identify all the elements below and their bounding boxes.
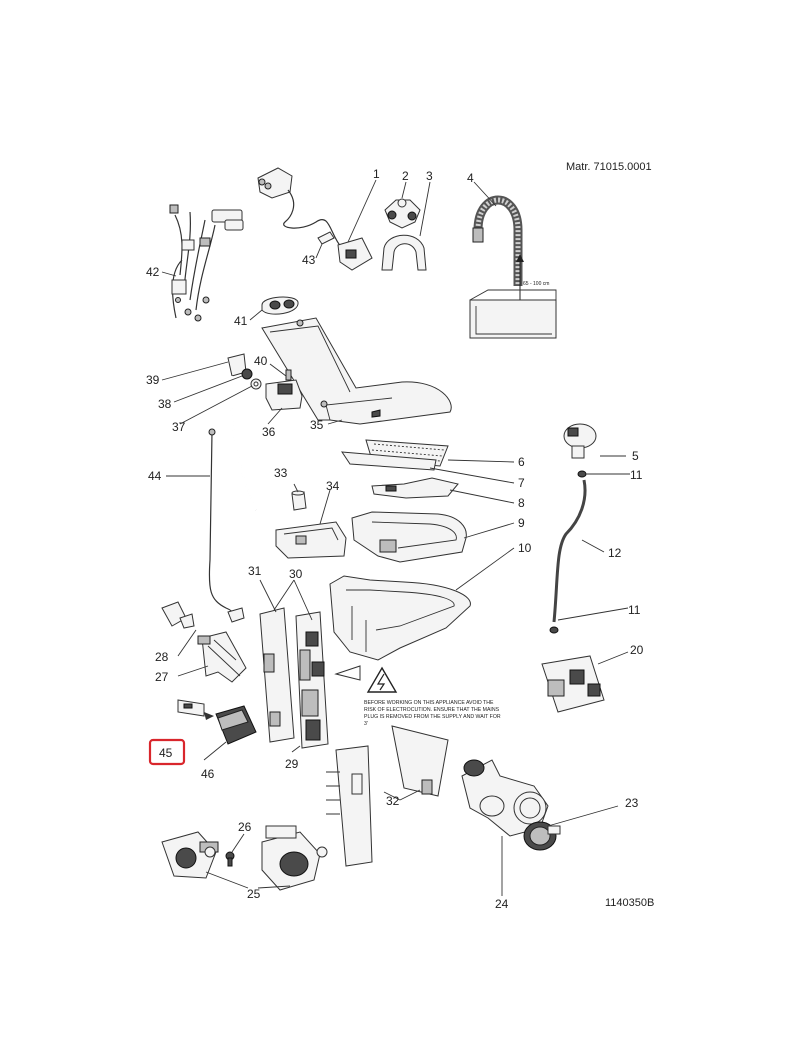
wiring-harness-part[interactable] xyxy=(169,204,244,322)
label-37: 37 xyxy=(172,420,186,434)
power-cord-part[interactable] xyxy=(257,167,373,271)
leader-lines xyxy=(161,179,630,896)
material-number: Matr. 71015.0001 xyxy=(566,161,652,173)
salt-container-part[interactable] xyxy=(275,521,347,559)
filter-plate-part[interactable] xyxy=(341,451,437,471)
label-10: 10 xyxy=(518,541,532,555)
label-33: 33 xyxy=(274,466,288,480)
capacitor-part[interactable] xyxy=(215,705,257,745)
label-11-upper: 11 xyxy=(630,468,643,482)
float-part[interactable] xyxy=(291,490,307,511)
label-46: 46 xyxy=(201,767,215,781)
grommet-part[interactable] xyxy=(261,296,299,315)
label-26: 26 xyxy=(238,820,252,834)
label-8: 8 xyxy=(518,496,525,510)
label-31: 31 xyxy=(248,564,262,578)
warning-line-1: BEFORE WORKING ON THIS APPLIANCE AVOID T… xyxy=(364,700,494,706)
valve-clamp-part[interactable] xyxy=(384,198,421,229)
dispenser-housing-part[interactable] xyxy=(329,575,471,661)
label-5: 5 xyxy=(632,449,639,463)
pump-filter-part[interactable] xyxy=(523,821,561,851)
screw-part-43[interactable] xyxy=(317,231,335,245)
label-7: 7 xyxy=(518,476,525,490)
label-29: 29 xyxy=(285,757,299,771)
label-2: 2 xyxy=(402,169,409,183)
label-30: 30 xyxy=(289,567,303,581)
highlight-box xyxy=(148,738,186,766)
door-interlock-part[interactable] xyxy=(541,655,605,713)
label-6: 6 xyxy=(518,455,525,469)
label-40: 40 xyxy=(254,354,268,368)
label-36: 36 xyxy=(262,425,276,439)
label-4: 4 xyxy=(467,171,474,185)
label-32: 32 xyxy=(386,794,400,808)
label-39: 39 xyxy=(146,373,160,387)
ground-wire-part[interactable] xyxy=(208,428,245,623)
warning-sign: BEFORE WORKING ON THIS APPLIANCE AVOID T… xyxy=(364,666,501,727)
label-28: 28 xyxy=(155,650,169,664)
label-20: 20 xyxy=(630,643,644,657)
door-sensor-part[interactable] xyxy=(227,353,257,511)
control-board-part[interactable] xyxy=(295,611,329,749)
highlighted-part-45[interactable]: 45 xyxy=(148,738,186,766)
motor-part[interactable] xyxy=(261,825,328,891)
label-43: 43 xyxy=(302,253,316,267)
label-34: 34 xyxy=(326,479,340,493)
label-41: 41 xyxy=(234,314,248,328)
label-25: 25 xyxy=(247,887,261,901)
drain-pump-part[interactable] xyxy=(461,759,549,837)
label-24: 24 xyxy=(495,897,509,911)
drain-hose-part[interactable]: 65 - 100 cm xyxy=(469,195,557,339)
washer-part[interactable] xyxy=(250,378,262,390)
dispenser-drawer-part[interactable] xyxy=(351,511,467,563)
hose-clip-part-lower[interactable] xyxy=(549,626,559,634)
label-1: 1 xyxy=(373,167,380,181)
label-27: 27 xyxy=(155,670,169,684)
filter-cap-part-45[interactable] xyxy=(177,699,205,717)
label-12: 12 xyxy=(608,546,622,560)
label-45: 45 xyxy=(159,746,173,760)
control-board-cover-part[interactable] xyxy=(259,607,295,743)
label-23: 23 xyxy=(625,796,639,810)
heater-element-part[interactable] xyxy=(197,631,247,683)
screw-part-26[interactable] xyxy=(225,851,235,867)
warning-line-3: PLUG IS REMOVED FROM THE SUPPLY AND WAIT… xyxy=(364,714,501,720)
label-3: 3 xyxy=(426,169,433,183)
hose-bracket-part[interactable] xyxy=(381,234,427,271)
pressure-switch-part[interactable] xyxy=(563,423,597,459)
rear-panel-part[interactable] xyxy=(326,725,449,867)
seal-ring-part[interactable] xyxy=(241,368,253,380)
label-9: 9 xyxy=(518,516,525,530)
drawing-number: 1140350B xyxy=(605,897,654,909)
label-38: 38 xyxy=(158,397,172,411)
lid-lock-part[interactable] xyxy=(265,369,303,411)
pressure-hose-part[interactable] xyxy=(552,479,587,623)
circulation-pump-part[interactable] xyxy=(161,831,219,879)
warning-line-2: RISK OF ELECTROCUTION. ENSURE THAT THE M… xyxy=(364,707,500,713)
ntc-sensor-part[interactable] xyxy=(161,601,195,629)
warning-line-4: 3' xyxy=(364,721,368,727)
hose-height-note: 65 - 100 cm xyxy=(523,281,549,287)
detergent-cap-part[interactable] xyxy=(371,477,459,499)
label-42: 42 xyxy=(146,265,160,279)
hose-clip-part-upper[interactable] xyxy=(577,470,587,478)
label-11-lower: 11 xyxy=(628,603,641,617)
label-35: 35 xyxy=(310,418,324,432)
top-frame-part[interactable] xyxy=(261,317,452,425)
label-44: 44 xyxy=(148,469,162,483)
